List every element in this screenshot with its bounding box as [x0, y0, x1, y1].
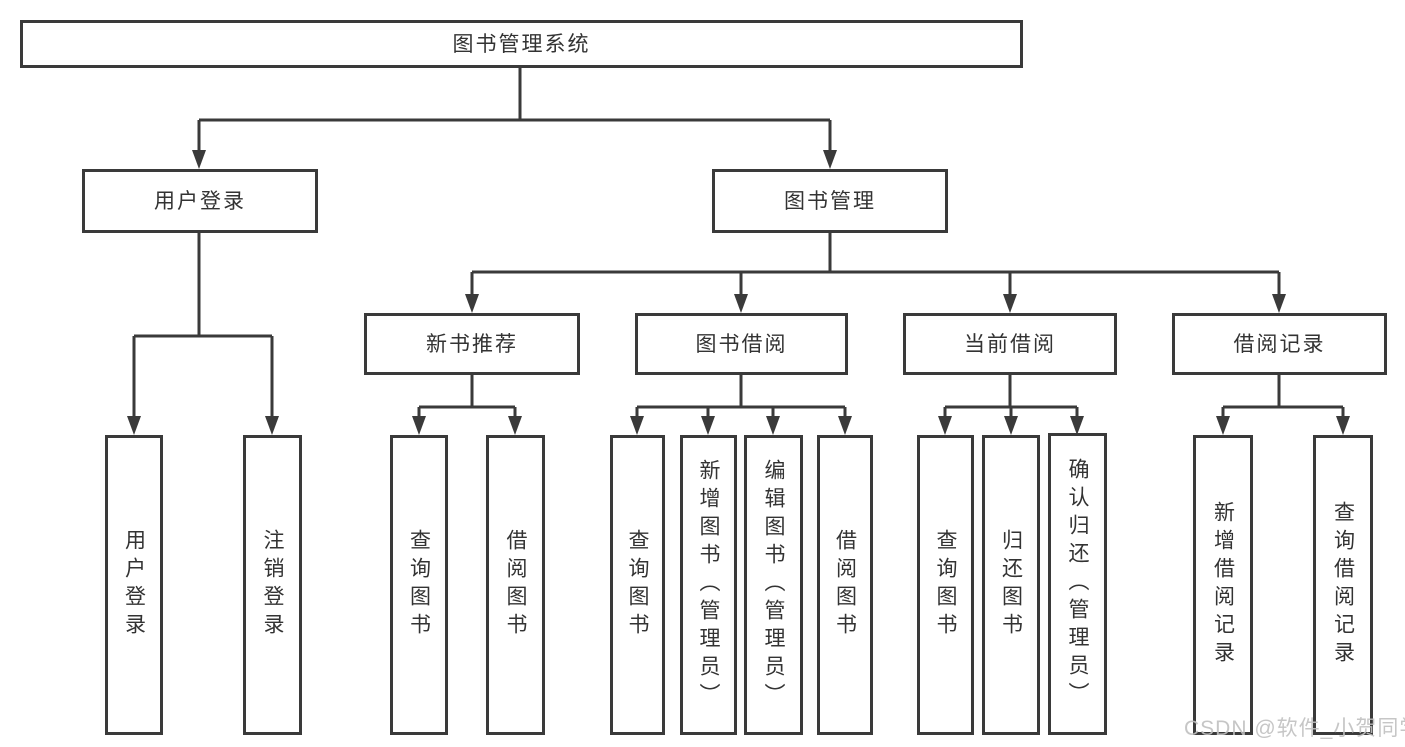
arrowhead-down-icon — [823, 150, 837, 169]
arrowhead-down-icon — [1272, 294, 1286, 313]
node-new-book-recommend: 新书推荐 — [364, 313, 580, 375]
leaf-add-borrow-record: 新增借阅记录 — [1193, 435, 1253, 735]
arrowhead-down-icon — [766, 416, 780, 435]
node-book-borrow-label: 图书借阅 — [695, 332, 788, 356]
arrowhead-down-icon — [265, 416, 279, 435]
leaf-query-borrow-record-label: 查询借阅记录 — [1331, 501, 1355, 669]
node-book-management-label: 图书管理 — [784, 189, 876, 213]
node-borrow-records: 借阅记录 — [1172, 313, 1387, 375]
arrowhead-down-icon — [1070, 416, 1084, 435]
leaf-current-query-books: 查询图书 — [917, 435, 974, 735]
arrowhead-down-icon — [465, 294, 479, 313]
watermark: CSDN @软件_小贺同学 — [1184, 717, 1405, 740]
leaf-recommend-query-books-label: 查询图书 — [407, 529, 431, 641]
arrowhead-down-icon — [701, 416, 715, 435]
node-root: 图书管理系统 — [20, 20, 1023, 68]
arrowhead-down-icon — [1336, 416, 1350, 435]
arrowhead-down-icon — [1003, 294, 1017, 313]
node-user-login-label: 用户登录 — [154, 189, 246, 213]
leaf-borrow-books-label: 借阅图书 — [833, 529, 857, 641]
leaf-borrow-query-books: 查询图书 — [610, 435, 665, 735]
leaf-user-login-label: 用户登录 — [122, 529, 146, 641]
node-user-login: 用户登录 — [82, 169, 318, 233]
arrowhead-down-icon — [938, 416, 952, 435]
node-book-management: 图书管理 — [712, 169, 948, 233]
leaf-confirm-return-admin: 确认归还（管理员） — [1048, 433, 1107, 735]
leaf-borrow-query-books-label: 查询图书 — [626, 529, 650, 641]
leaf-logout-label: 注销登录 — [261, 529, 285, 641]
leaf-borrow-books: 借阅图书 — [817, 435, 873, 735]
arrowhead-down-icon — [412, 416, 426, 435]
leaf-edit-books-admin: 编辑图书（管理员） — [744, 435, 803, 735]
node-current-borrow: 当前借阅 — [903, 313, 1117, 375]
arrowhead-down-icon — [1216, 416, 1230, 435]
leaf-add-books-admin-label: 新增图书（管理员） — [697, 459, 721, 711]
arrowhead-down-icon — [630, 416, 644, 435]
arrowhead-down-icon — [127, 416, 141, 435]
leaf-recommend-borrow-books-label: 借阅图书 — [504, 529, 528, 641]
node-new-book-recommend-label: 新书推荐 — [426, 332, 518, 356]
arrowhead-down-icon — [508, 416, 522, 435]
leaf-return-books-label: 归还图书 — [999, 529, 1023, 641]
arrowhead-down-icon — [734, 294, 748, 313]
leaf-user-login: 用户登录 — [105, 435, 163, 735]
leaf-query-borrow-record: 查询借阅记录 — [1313, 435, 1373, 735]
leaf-recommend-query-books: 查询图书 — [390, 435, 448, 735]
node-root-label: 图书管理系统 — [452, 32, 591, 56]
leaf-edit-books-admin-label: 编辑图书（管理员） — [762, 459, 786, 711]
leaf-logout: 注销登录 — [243, 435, 302, 735]
arrowhead-down-icon — [1004, 416, 1018, 435]
leaf-recommend-borrow-books: 借阅图书 — [486, 435, 545, 735]
leaf-add-borrow-record-label: 新增借阅记录 — [1211, 501, 1235, 669]
leaf-add-books-admin: 新增图书（管理员） — [680, 435, 737, 735]
node-borrow-records-label: 借阅记录 — [1233, 332, 1326, 356]
arrowhead-down-icon — [192, 150, 206, 169]
leaf-current-query-books-label: 查询图书 — [934, 529, 958, 641]
node-current-borrow-label: 当前借阅 — [964, 332, 1056, 356]
leaf-return-books: 归还图书 — [982, 435, 1040, 735]
arrowhead-down-icon — [838, 416, 852, 435]
node-book-borrow: 图书借阅 — [635, 313, 848, 375]
leaf-confirm-return-admin-label: 确认归还（管理员） — [1066, 458, 1090, 710]
